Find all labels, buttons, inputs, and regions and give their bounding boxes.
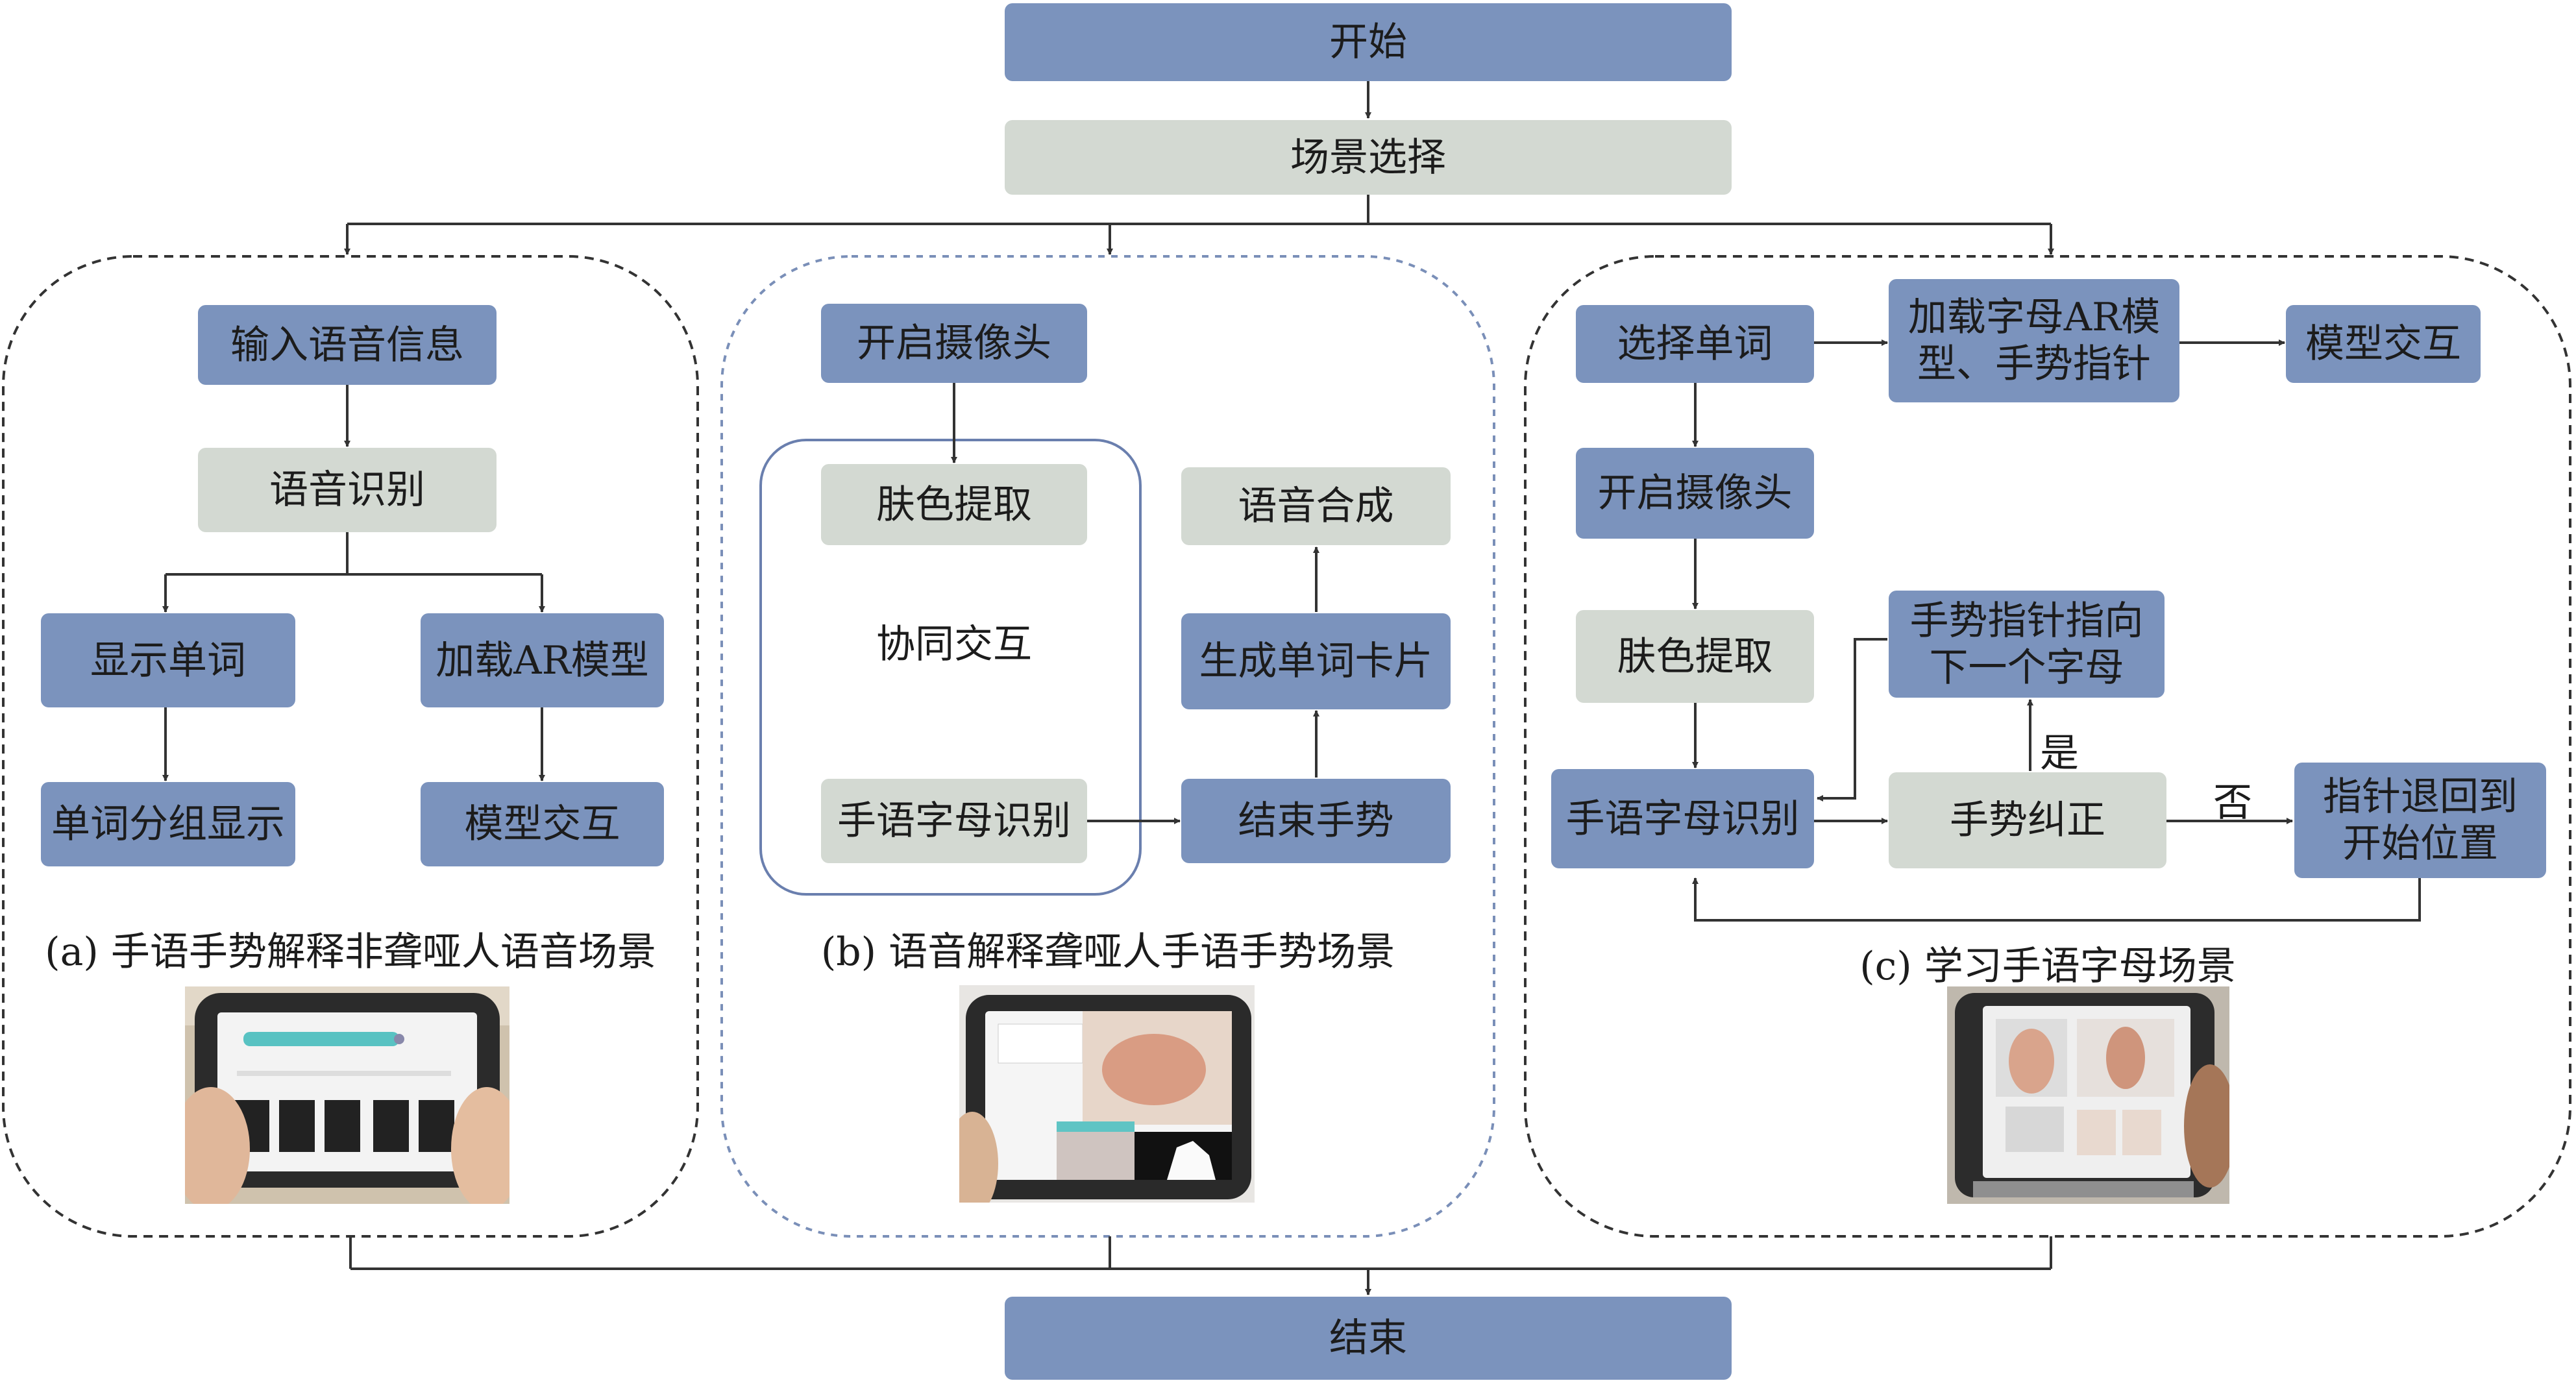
- word-group-display-node: 单词分组显示: [41, 782, 295, 866]
- voice-recognition-node: 语音识别: [198, 448, 497, 532]
- sign-alphabet-recognition-node-c: 手语字母识别: [1551, 769, 1814, 868]
- open-camera-node-b: 开启摄像头: [821, 304, 1087, 383]
- open-camera-node-c: 开启摄像头: [1576, 448, 1814, 539]
- end-gesture-node: 结束手势: [1181, 779, 1451, 863]
- cooperate-group-outline: [759, 439, 1142, 896]
- scene-select-node: 场景选择: [1005, 120, 1732, 195]
- caption-c: (c) 学习手语字母场景: [1859, 944, 2236, 989]
- model-interaction-node-a: 模型交互: [421, 782, 664, 866]
- caption-b: (b) 语音解释聋哑人手语手势场景: [820, 929, 1395, 975]
- edge-label-yes: 是: [2040, 731, 2079, 776]
- sign-alphabet-recognition-node-b: 手语字母识别: [821, 779, 1087, 863]
- select-word-node: 选择单词: [1576, 305, 1814, 383]
- panel-b-outline: [720, 255, 1495, 1238]
- skin-extract-node-c: 肤色提取: [1576, 610, 1814, 703]
- photo-tablet-c: [1947, 986, 2229, 1204]
- end-node: 结束: [1005, 1297, 1732, 1380]
- speech-synthesis-node: 语音合成: [1181, 467, 1451, 545]
- photo-tablet-a: [185, 986, 509, 1204]
- show-word-node: 显示单词: [41, 613, 295, 707]
- caption-a: (a) 手语手势解释非聋哑人语音场景: [45, 929, 656, 975]
- panel-c-outline: [1524, 255, 2571, 1238]
- word-card-node: 生成单词卡片: [1181, 613, 1451, 709]
- edge-label-no: 否: [2213, 780, 2252, 826]
- skin-extract-node-b: 肤色提取: [821, 464, 1087, 545]
- model-interaction-node-c: 模型交互: [2286, 305, 2481, 383]
- photo-tablet-b: [959, 985, 1255, 1203]
- pointer-next-letter-node: 手势指针指向 下一个字母: [1889, 591, 2165, 698]
- load-ar-model-node: 加载AR模型: [421, 613, 664, 707]
- start-node: 开始: [1005, 3, 1732, 81]
- cooperate-interaction-label: 协同交互: [876, 621, 1032, 667]
- pointer-reset-node: 指针退回到 开始位置: [2294, 763, 2546, 878]
- load-letter-ar-node: 加载字母AR模 型、手势指针: [1889, 279, 2179, 402]
- gesture-correction-node: 手势纠正: [1889, 772, 2166, 868]
- input-voice-node: 输入语音信息: [198, 305, 497, 385]
